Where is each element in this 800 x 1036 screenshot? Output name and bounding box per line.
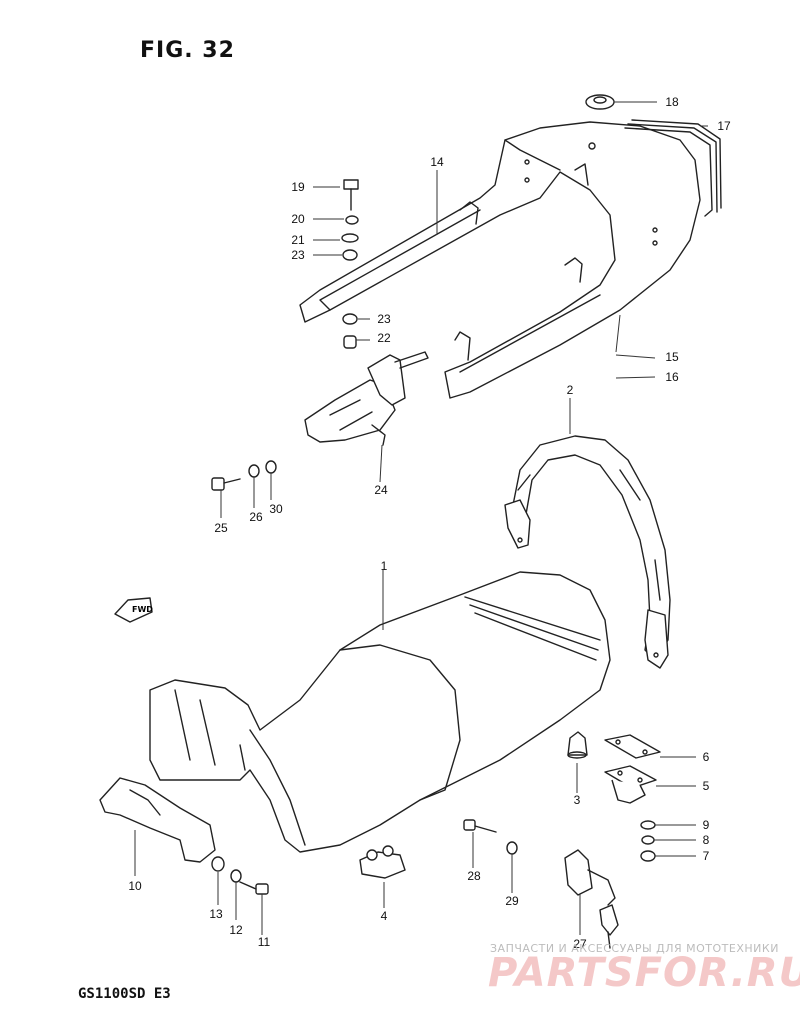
seat-plate-part <box>604 734 661 759</box>
leader-lines <box>134 101 708 935</box>
callout-4: 4 <box>380 909 388 923</box>
grommet-part <box>585 94 615 110</box>
seat-hinge-bracket-part <box>604 765 657 804</box>
callout-9: 9 <box>702 818 710 832</box>
callout-16: 16 <box>665 370 679 384</box>
callout-1: 1 <box>380 559 388 573</box>
callout-17: 17 <box>717 119 731 133</box>
watermark-tagline: ЗАПЧАСТИ И АКСЕССУАРЫ ДЛЯ МОТОТЕХНИКИ <box>490 942 779 955</box>
bolt-washer-stack <box>341 179 359 349</box>
fwd-label: FWD <box>132 605 153 614</box>
figure-title: FIG. 32 <box>140 38 235 63</box>
seat-front-bracket-part <box>99 777 216 863</box>
callout-6: 6 <box>702 750 710 764</box>
bolt-11-part <box>211 856 269 895</box>
nut-washer-stack <box>640 820 656 862</box>
callout-12: 12 <box>229 923 243 937</box>
seat-lock-part <box>564 849 619 949</box>
callout-7: 7 <box>702 849 710 863</box>
callout-20: 20 <box>291 212 305 226</box>
callout-10: 10 <box>128 879 142 893</box>
callout-25: 25 <box>214 521 228 535</box>
model-code: GS1100SD E3 <box>78 986 171 1002</box>
bolt-29-part <box>463 819 518 855</box>
fwd-arrow-icon <box>114 597 153 623</box>
callout-15: 15 <box>665 350 679 364</box>
callout-27: 27 <box>573 937 587 951</box>
callout-2: 2 <box>566 383 574 397</box>
callout-23: 23 <box>377 312 391 326</box>
callout-18: 18 <box>665 95 679 109</box>
callout-29: 29 <box>505 894 519 908</box>
seat-damper-part <box>567 731 588 759</box>
seat-strap-part <box>504 435 671 669</box>
callout-11: 11 <box>257 935 271 949</box>
callout-26: 26 <box>249 510 263 524</box>
seat-lock-bracket-part <box>304 351 429 446</box>
callout-22: 22 <box>377 331 391 345</box>
tail-cover-trim-part <box>624 119 722 217</box>
callout-24: 24 <box>374 483 388 497</box>
bolt-25-part <box>211 460 277 491</box>
callout-28: 28 <box>467 869 481 883</box>
callout-5: 5 <box>702 779 710 793</box>
watermark-logo: PARTSFOR.RU <box>488 950 800 996</box>
seat-assembly-part <box>149 571 611 853</box>
callout-23: 23 <box>291 248 305 262</box>
callout-30: 30 <box>269 502 283 516</box>
callout-21: 21 <box>291 233 305 247</box>
callout-8: 8 <box>702 833 710 847</box>
callout-14: 14 <box>430 155 444 169</box>
callout-19: 19 <box>291 180 305 194</box>
seat-cushion-part <box>359 845 406 879</box>
callout-13: 13 <box>209 907 223 921</box>
callout-3: 3 <box>573 793 581 807</box>
tail-cover-part <box>299 121 701 399</box>
